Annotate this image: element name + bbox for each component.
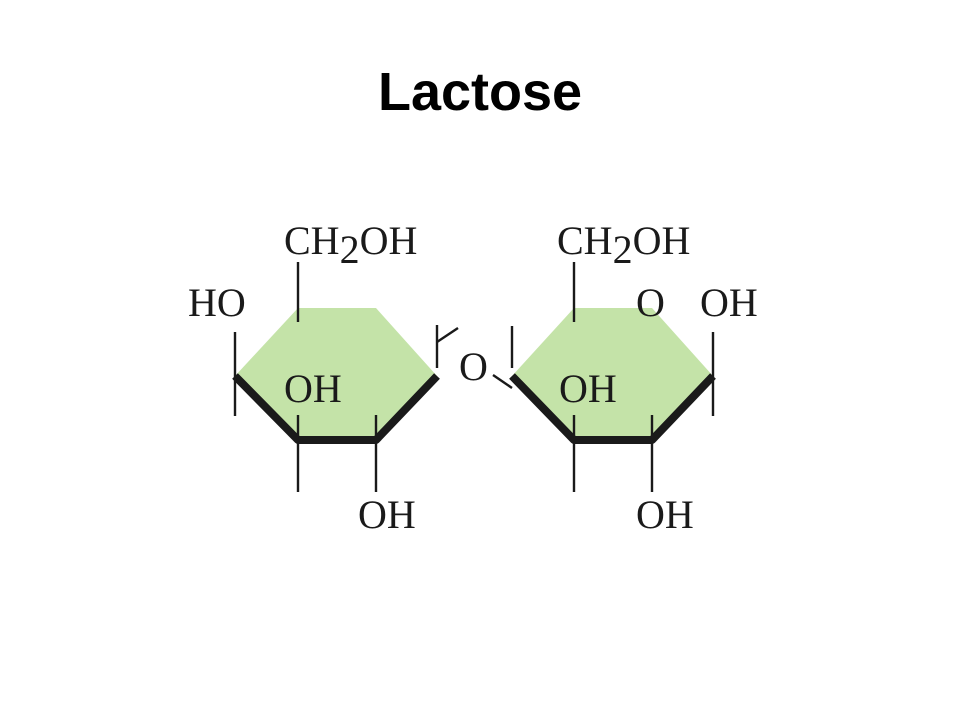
bridge-oxygen-label: O bbox=[459, 344, 488, 389]
right-top-oh-label: OH bbox=[700, 280, 758, 325]
bridge-bond-right bbox=[492, 374, 513, 389]
page-title: Lactose bbox=[377, 62, 583, 122]
left-ring-fill bbox=[235, 308, 437, 440]
left-bottom-oh-label: OH bbox=[358, 492, 416, 537]
right-ring-bold-edge bbox=[509, 373, 716, 444]
right-bottom-oh-label: OH bbox=[636, 492, 694, 537]
left-inner-oh-label: OH bbox=[284, 366, 342, 411]
bridge-bond-left bbox=[436, 327, 459, 343]
right-ring-oxygen-label: O bbox=[636, 280, 665, 325]
right-ch2oh-label: CH2OH bbox=[557, 218, 690, 272]
right-inner-oh-label: OH bbox=[559, 366, 617, 411]
left-ch2oh-label: CH2OH bbox=[284, 218, 417, 272]
right-ring-fill bbox=[512, 308, 713, 440]
left-ho-label: HO bbox=[188, 280, 246, 325]
left-ring-bold-edge bbox=[232, 373, 440, 444]
